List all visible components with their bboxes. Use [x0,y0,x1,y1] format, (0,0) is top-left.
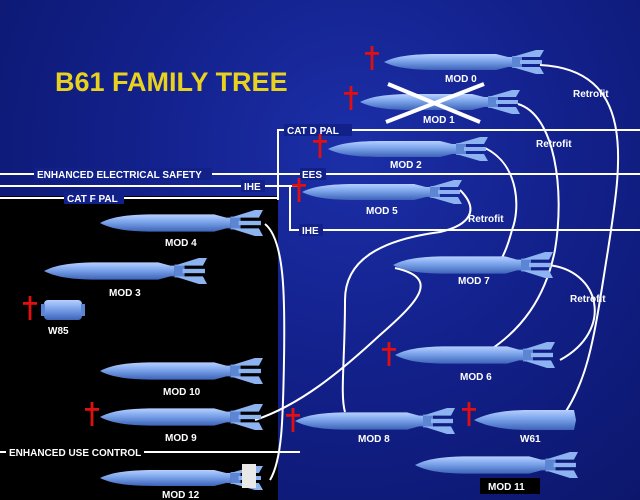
node-mod12: MOD 12 [100,464,263,500]
node-mod1: MOD 1 [344,82,520,126]
node-mod5: MOD 5 [292,178,462,217]
mod8-bomb [295,408,455,434]
mod1-retired-dagger [344,86,358,110]
node-mod10: MOD 10 [100,358,263,398]
mod12-tailkit-marker [242,464,256,488]
ihe-right-line [289,186,640,231]
mod9-to-mod7-line [254,267,422,421]
mod11-label-box [480,478,540,494]
mod1-label: MOD 1 [423,115,455,126]
mod5-label: MOD 5 [366,206,398,217]
w85-warhead [44,300,82,320]
mod0-bomb [384,50,544,74]
enhanced-electrical-safety-label: ENHANCED ELECTRICAL SAFETY [37,170,202,181]
band-labels: CAT D PAL ENHANCED ELECTRICAL SAFETY IHE… [6,124,352,459]
retrofit-label-4: Retrofit [570,294,606,305]
mod11-label: MOD 11 [488,482,525,493]
ihe-left-label: IHE [244,182,261,193]
enhanced-use-control-label: ENHANCED USE CONTROL [9,448,141,459]
node-mod11: MOD 11 [415,452,578,494]
node-mod9: MOD 9 [85,402,263,444]
mod7-bomb [393,252,553,278]
diagram-title: B61 FAMILY TREE [55,67,288,97]
mod4-to-mod12-line [264,223,286,481]
mod2-retired-dagger [313,134,327,158]
mod12-bomb [100,466,263,490]
w85-label: W85 [48,326,69,337]
node-mod0: MOD 0 [365,46,544,85]
mod0-label: MOD 0 [445,74,477,85]
node-mod2: MOD 2 [313,134,488,171]
node-mod3: MOD 3 [44,258,207,299]
mod1-to-mod6-retrofit-line [489,103,560,351]
retrofit-label-1: Retrofit [573,89,609,100]
mod2-label: MOD 2 [390,160,422,171]
mod4-bomb [100,210,263,236]
mod2-to-mod7-retrofit-line [484,147,518,263]
retrofit-label-2: Retrofit [536,139,572,150]
mod6-bomb [395,342,555,368]
mod12-label: MOD 12 [162,490,200,500]
mod3-label: MOD 3 [109,288,141,299]
mod5-bomb [302,180,462,204]
mod7-label: MOD 7 [458,276,490,287]
mod10-label: MOD 10 [163,387,201,398]
mod0-retired-dagger [365,46,379,70]
mod7-to-mod6-line [547,264,596,361]
mod0-to-w61-retrofit-line [539,64,620,421]
mod3-bomb [44,258,207,284]
node-mod8: MOD 8 [286,408,455,445]
mod9-bomb [100,404,263,430]
ihe-right-label: IHE [302,226,319,237]
mod5-to-mod8-line [341,189,472,413]
mod6-label: MOD 6 [460,372,492,383]
w61-retired-dagger [462,402,476,426]
mod5-retired-dagger [292,178,306,202]
node-mod6: MOD 6 [382,342,555,383]
retrofit-label-3: Retrofit [468,214,504,225]
mod9-retired-dagger [85,402,99,426]
mod6-retired-dagger [382,342,396,366]
cat-d-pal-label: CAT D PAL [287,126,339,137]
w85-retired-dagger [23,296,37,320]
cat-f-pal-label: CAT F PAL [67,194,118,205]
retrofit-labels: Retrofit Retrofit Retrofit Retrofit [468,89,609,305]
connection-lines [254,64,620,481]
mod11-bomb [415,452,578,478]
w61-bomb [474,410,576,430]
ees-label: EES [302,170,322,181]
node-mod7: MOD 7 [393,252,553,287]
mod4-label: MOD 4 [165,238,197,249]
mod8-label: MOD 8 [358,434,390,445]
mod10-bomb [100,358,263,384]
mod2-bomb [328,137,488,161]
node-mod4: MOD 4 [100,210,263,249]
mod9-label: MOD 9 [165,433,197,444]
w61-label: W61 [520,434,541,445]
cat-d-pal-line [277,129,640,200]
node-w85: W85 [23,296,85,337]
node-w61: W61 [462,402,576,445]
mod1-cross-out [385,82,485,124]
